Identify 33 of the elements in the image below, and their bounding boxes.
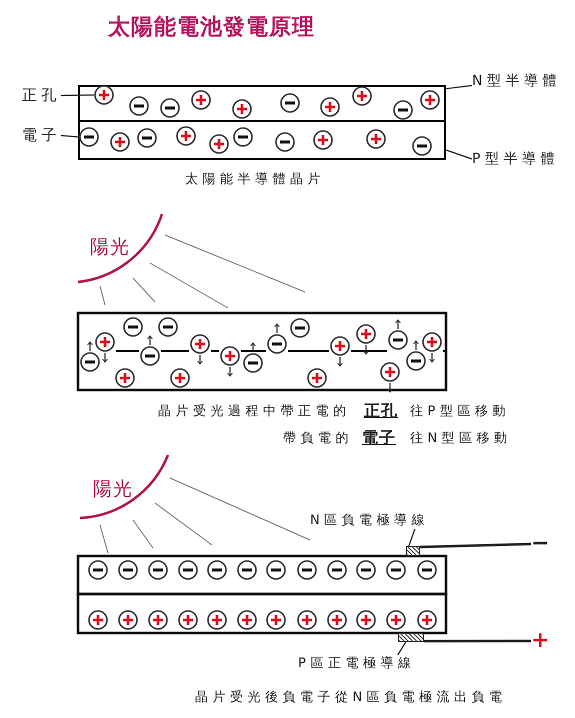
key-term: 電子 xyxy=(362,428,396,448)
terminal-sign: − xyxy=(531,531,550,557)
minus-circle-icon xyxy=(79,127,99,147)
caption-text: 帶負電的 xyxy=(283,431,353,447)
part-label: N區負電極導線 xyxy=(310,512,430,529)
leader-line xyxy=(60,134,80,138)
sun-label: 陽光 xyxy=(90,236,130,259)
part-label: 電子 xyxy=(22,126,61,145)
wire xyxy=(424,640,531,642)
leader-line xyxy=(61,94,94,96)
leader-line xyxy=(446,84,472,90)
part-label: 正孔 xyxy=(22,86,61,105)
part-label: P型半導體 xyxy=(472,150,559,168)
plus-circle-icon xyxy=(94,85,114,105)
leader-line xyxy=(397,642,406,656)
leader-line xyxy=(408,528,416,546)
caption-text: 往P型區移動 xyxy=(410,404,510,420)
electrode-pad xyxy=(406,546,420,556)
caption-text: 晶片受光後負電子從N區負電極流出負電 xyxy=(195,690,507,706)
part-label: N型半導體 xyxy=(472,72,561,90)
electrode-pad xyxy=(398,633,424,642)
leader-line xyxy=(446,149,472,160)
caption-text: 太陽能半導體晶片 xyxy=(185,172,325,188)
caption-text: 晶片受光過程中帶正電的 xyxy=(158,404,350,420)
semiconductor-layer xyxy=(78,85,446,122)
wire xyxy=(420,542,532,548)
terminal-sign: + xyxy=(531,628,550,654)
title: 太陽能電池發電原理 xyxy=(108,14,315,42)
key-term: 正孔 xyxy=(364,401,398,421)
caption-text: 往N型區移動 xyxy=(410,431,512,447)
sun-label: 陽光 xyxy=(93,478,133,501)
semiconductor-layer xyxy=(78,120,446,160)
part-label: P區正電極導線 xyxy=(298,655,416,672)
